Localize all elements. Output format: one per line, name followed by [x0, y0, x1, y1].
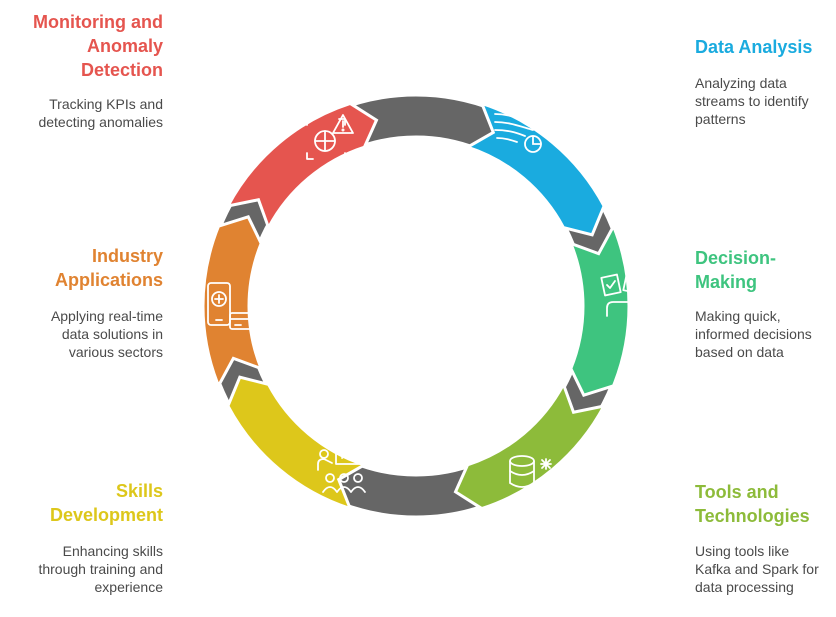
- stage-title-industry: Industry Applications: [54, 246, 163, 290]
- segment-decision-making-shape: [568, 222, 631, 398]
- database-tools-icon: [509, 455, 552, 497]
- monitoring-alert-icon: [306, 114, 354, 160]
- segment-decision-making: [568, 222, 644, 398]
- stage-title-tools: Tools and Technologies: [695, 482, 810, 526]
- stage-desc-monitoring: Tracking KPIs and detecting anomalies: [38, 96, 163, 130]
- stage-title-decision-making: Decision- Making: [695, 248, 777, 292]
- segment-industry-shape: [201, 214, 264, 390]
- stage-title-data-analysis: Data Analysis: [695, 37, 813, 57]
- decision-cards-icon: [600, 271, 644, 317]
- segment-monitoring-shape: [225, 101, 379, 232]
- stage-desc-data-analysis: Analyzing data streams to identify patte…: [695, 75, 809, 127]
- segment-tools: [453, 380, 607, 511]
- stage-desc-skills: Enhancing skills through training and ex…: [38, 543, 163, 595]
- stage-title-monitoring: Monitoring and Anomaly Detection: [33, 12, 163, 80]
- segment-industry: [201, 214, 264, 390]
- segment-monitoring: [225, 101, 379, 232]
- stage-desc-industry: Applying real-time data solutions in var…: [50, 308, 163, 360]
- stage-title-skills: Skills Development: [49, 481, 163, 525]
- segment-skills-shape: [226, 375, 369, 511]
- segment-data-analysis-shape: [463, 101, 606, 237]
- stage-desc-tools: Using tools like Kafka and Spark for dat…: [695, 543, 819, 595]
- mobile-payment-icon: [207, 282, 255, 330]
- segment-tools-shape: [453, 380, 607, 511]
- training-presentation-icon: [317, 447, 366, 493]
- segment-skills: [226, 375, 369, 511]
- segment-data-analysis: [463, 101, 606, 237]
- stage-desc-decision-making: Making quick, informed decisions based o…: [695, 308, 812, 360]
- data-stream-icon: [494, 107, 542, 153]
